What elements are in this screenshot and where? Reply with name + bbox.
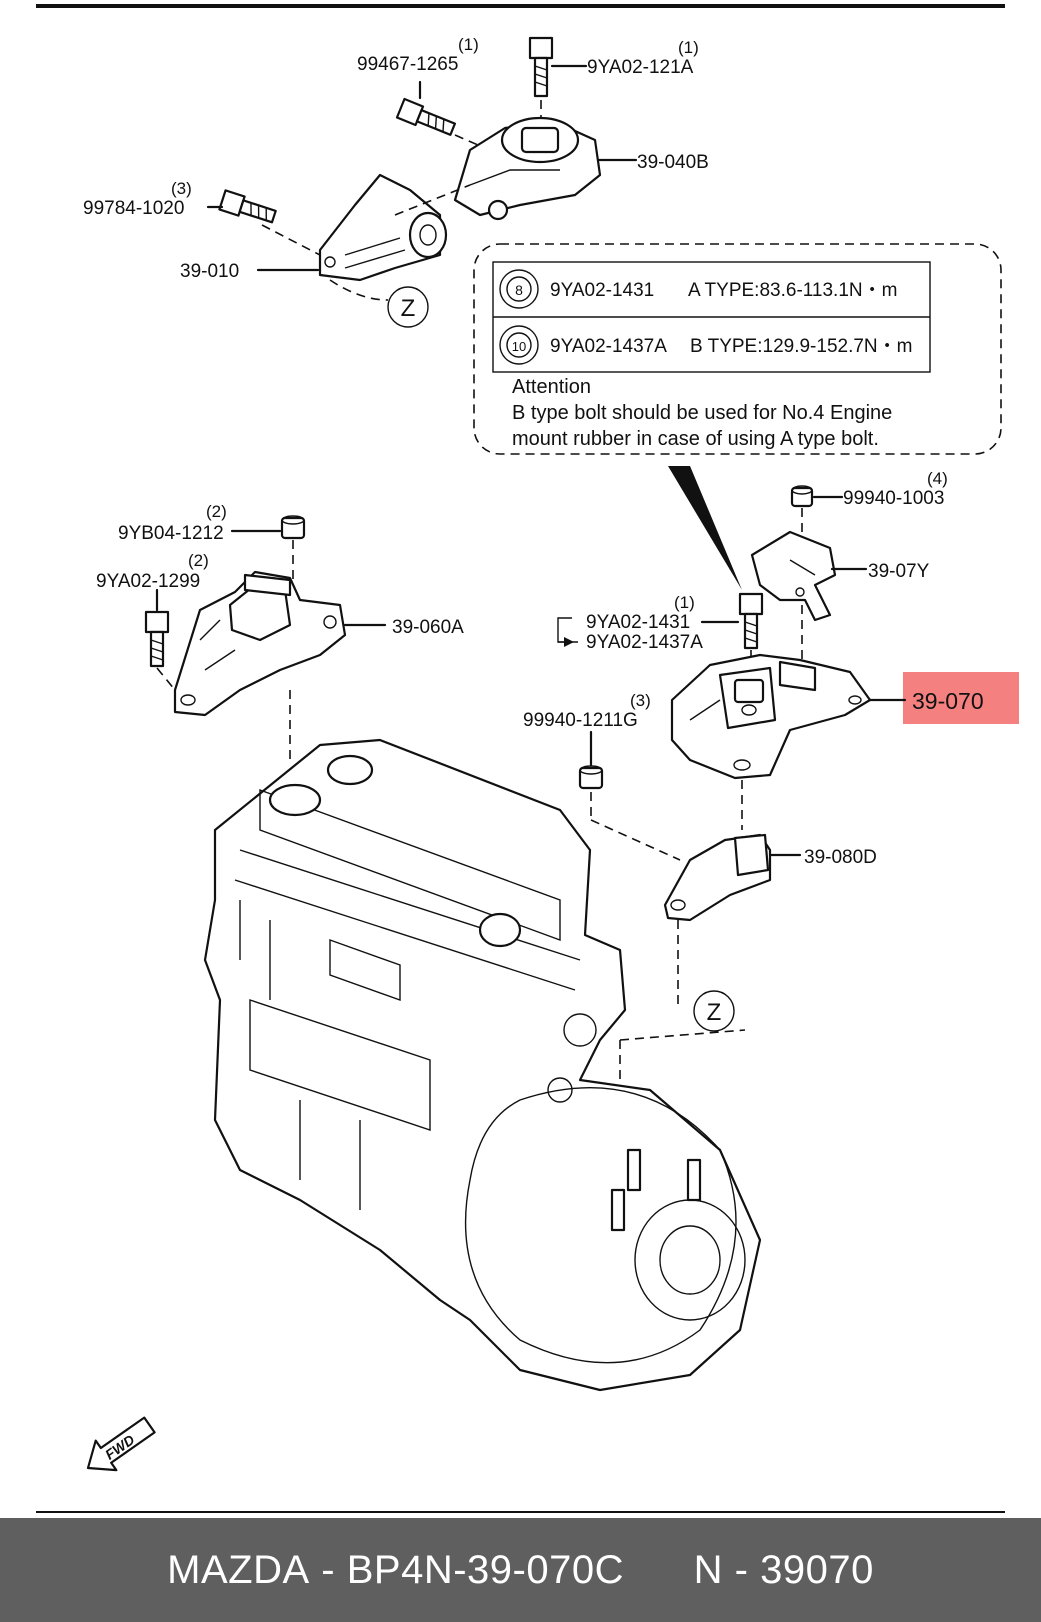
label-99940-1003: 99940-1003 xyxy=(843,488,944,509)
diagram-svg: Z 8 9YA02-1431 A TYPE:83.6-113.1N・m 10 9… xyxy=(36,4,1019,1513)
svg-text:Z: Z xyxy=(401,295,416,322)
mount-39-070-icon xyxy=(670,653,872,780)
svg-text:A TYPE:83.6-113.1N・m: A TYPE:83.6-113.1N・m xyxy=(688,280,897,301)
label-39-040b: 39-040B xyxy=(637,152,709,173)
note-pointer-icon xyxy=(668,466,742,590)
bracket-39-07y-icon xyxy=(750,530,837,622)
label-99940-1211g: 99940-1211G xyxy=(523,710,638,731)
label-39-060a: 39-060A xyxy=(392,617,464,638)
svg-text:10: 10 xyxy=(512,339,526,354)
qty-99784-1020: (3) xyxy=(171,179,192,198)
nut-9yb04-1212-icon xyxy=(280,515,306,540)
svg-text:8: 8 xyxy=(515,282,523,298)
bracket-39-080d-icon xyxy=(663,833,772,922)
label-9ya02-1431: 9YA02-1431 xyxy=(586,612,690,633)
attention-line-2: mount rubber in case of using A type bol… xyxy=(512,428,879,450)
bracket-39-010-icon xyxy=(318,173,448,282)
footer-n-label: N xyxy=(693,1547,724,1592)
nut-99940-1003-icon xyxy=(790,485,814,508)
label-9ya02-1299: 9YA02-1299 xyxy=(96,571,200,592)
qty-9yb04-1212: (2) xyxy=(206,502,227,521)
nut-99940-1211g-icon xyxy=(578,765,604,790)
footer-part-number: BP4N-39-070C xyxy=(346,1547,624,1592)
label-39-070: 39-070 xyxy=(912,688,984,714)
footer-n-number: 39070 xyxy=(760,1547,874,1592)
svg-text:Z: Z xyxy=(707,999,722,1026)
bolt-9ya02-1431-icon xyxy=(738,592,764,650)
bolt-99784-1020-icon xyxy=(218,189,277,224)
qty-9ya02-1299: (2) xyxy=(188,551,209,570)
qty-9ya02-121a: (1) xyxy=(678,38,699,57)
fwd-arrow-icon: FWD xyxy=(86,1416,156,1472)
label-9yb04-1212: 9YB04-1212 xyxy=(118,523,224,544)
svg-text:9YA02-1437A: 9YA02-1437A xyxy=(550,336,667,357)
torque-row-2: 10 9YA02-1437A B TYPE:129.9-152.7N・m xyxy=(499,325,912,365)
mount-39-060a-icon xyxy=(173,570,347,717)
z-marker-top: Z xyxy=(387,286,429,328)
svg-text:B TYPE:129.9-152.7N・m: B TYPE:129.9-152.7N・m xyxy=(690,336,912,357)
torque-row-1: 8 9YA02-1431 A TYPE:83.6-113.1N・m xyxy=(499,269,897,309)
bolt-9ya02-1299-icon xyxy=(144,610,170,668)
qty-99467-1265: (1) xyxy=(458,35,479,54)
label-39-010: 39-010 xyxy=(180,261,239,282)
attention-title: Attention xyxy=(512,376,591,398)
part-info-footer: MAZDA - BP4N-39-070C N - 39070 xyxy=(0,1518,1041,1622)
attention-line-1: B type bolt should be used for No.4 Engi… xyxy=(512,402,892,424)
label-9ya02-121a: 9YA02-121A xyxy=(587,57,694,78)
label-9ya02-1437a: 9YA02-1437A xyxy=(586,632,703,653)
z-marker-bottom: Z xyxy=(693,990,735,1032)
engine-assembly-icon xyxy=(203,738,762,1392)
label-39-080d: 39-080D xyxy=(804,847,877,868)
footer-brand: MAZDA xyxy=(167,1547,310,1592)
mount-39-040b-icon xyxy=(453,116,602,221)
svg-text:9YA02-1431: 9YA02-1431 xyxy=(550,280,654,301)
bolt-99467-1265-icon xyxy=(395,97,456,136)
qty-99940-1003: (4) xyxy=(927,469,948,488)
label-99467-1265: 99467-1265 xyxy=(357,54,458,75)
torque-note-frame xyxy=(473,243,1002,455)
label-99784-1020: 99784-1020 xyxy=(83,198,184,219)
qty-99940-1211g: (3) xyxy=(630,691,651,710)
bolt-9ya02-121a-icon xyxy=(528,36,554,98)
highlight-39-070 xyxy=(903,672,1019,724)
qty-9ya02-1431: (1) xyxy=(674,593,695,612)
label-39-07y: 39-07Y xyxy=(868,561,930,582)
footer-sep-1: - xyxy=(321,1547,336,1592)
footer-sep-2: - xyxy=(734,1547,749,1592)
